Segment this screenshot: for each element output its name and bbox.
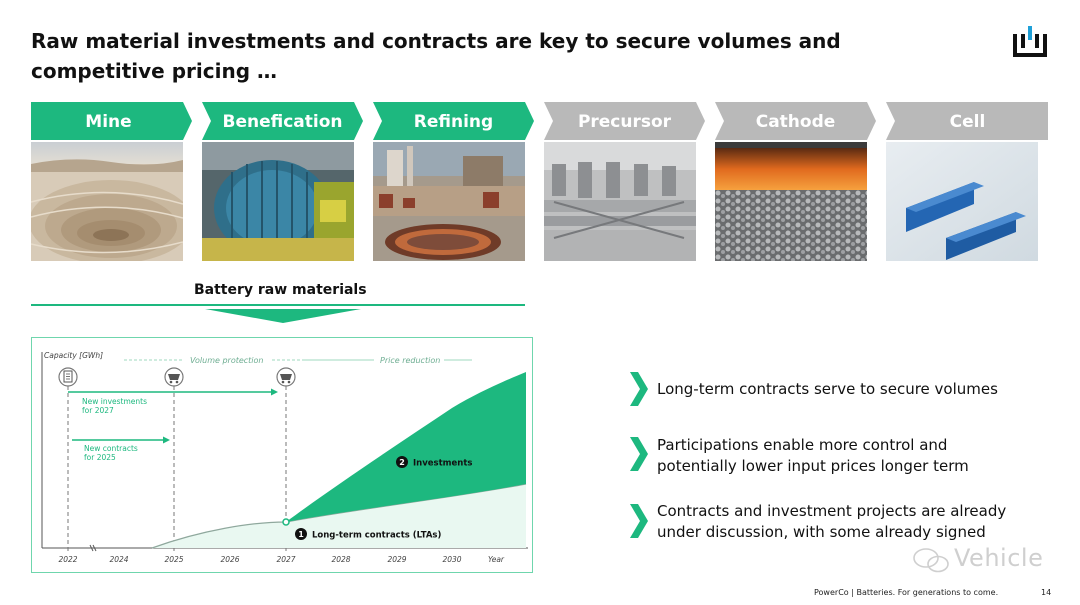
page-number: 14 (1041, 588, 1052, 597)
process-step-cell-label: Cell (949, 112, 986, 132)
down-arrow-icon (205, 309, 361, 323)
arrow-head-investments (271, 388, 278, 396)
x-tick-2026: 2026 (220, 555, 239, 564)
chevron-bullet-icon (630, 372, 648, 406)
investments-label: Investments (413, 459, 472, 469)
process-step-refining-label: Refining (413, 112, 494, 132)
new-investments-label-2: for 2027 (82, 406, 114, 415)
phase-price-reduction: Price reduction (380, 356, 440, 365)
process-step-mine-label: Mine (85, 112, 132, 132)
x-tick-2025: 2025 (164, 555, 183, 564)
x-tick-2024: 2024 (109, 555, 128, 564)
x-tick-2027: 2027 (276, 555, 295, 564)
marker-2 (396, 456, 408, 468)
bullet-1-line-1: Long-term contracts serve to secure volu… (657, 380, 998, 398)
title-line-1: Raw material investments and contracts a… (31, 29, 841, 53)
x-tick-2022: 2022 (58, 555, 77, 564)
bullet-3-text: Contracts and investment projects are al… (657, 501, 1017, 543)
x-tick-2030: 2030 (442, 555, 461, 564)
cell-image (886, 142, 1038, 261)
svg-text:1: 1 (298, 530, 304, 539)
process-step-cathode (715, 102, 876, 140)
chevron-bullet-icon (630, 504, 648, 538)
ltas-area (152, 484, 526, 548)
y-axis-label: Capacity [GWh] (44, 351, 103, 360)
new-investments-label-1: New investments (82, 397, 147, 406)
investments-area (286, 372, 526, 522)
cathode-image (715, 142, 867, 261)
phase-volume-protection: Volume protection (190, 356, 264, 365)
bullet-2-line-2: potentially lower input prices longer te… (657, 457, 969, 475)
process-step-cathode-label: Cathode (755, 112, 836, 132)
x-tick-year: Year (488, 555, 505, 564)
battery-raw-materials-label: Battery raw materials (194, 282, 367, 298)
bullet-3-line-1: Contracts and investment projects are al… (657, 502, 1007, 520)
refining-image (373, 142, 525, 261)
mining-cart-icon-2027 (276, 367, 296, 387)
bullet-3-line-2: under discussion, with some already sign… (657, 523, 986, 541)
new-contracts-label-1: New contracts (84, 444, 138, 453)
process-step-precursor (544, 102, 705, 140)
process-step-benefication (202, 102, 363, 140)
watermark-text: Vehicle (954, 544, 1044, 572)
wechat-watermark-icon (913, 548, 949, 573)
mining-cart-icon-2025 (164, 367, 184, 387)
ltas-label: Long-term contracts (LTAs) (312, 531, 441, 541)
marker-1 (295, 528, 307, 540)
arrow-head-contracts (163, 436, 170, 444)
bullet-2-text: Participations enable more control and p… (657, 435, 1017, 477)
precursor-image (544, 142, 696, 261)
slide-title: Raw material investments and contracts a… (31, 26, 891, 86)
title-line-2: competitive pricing … (31, 59, 277, 83)
bullet-2-line-1: Participations enable more control and (657, 436, 948, 454)
new-contracts-label-2: for 2025 (84, 453, 116, 462)
process-step-refining (373, 102, 534, 140)
powerco-logo-icon (1013, 26, 1047, 57)
footer-brand: PowerCo | Batteries. For generations to … (814, 588, 999, 597)
process-step-precursor-label: Precursor (577, 112, 672, 132)
benefication-image (202, 142, 354, 261)
process-step-cell (886, 102, 1048, 140)
raw-materials-divider (31, 304, 525, 306)
contract-document-icon (58, 367, 78, 387)
svg-text:2: 2 (399, 458, 405, 467)
process-step-mine (31, 102, 192, 140)
process-step-benefication-label: Benefication (222, 112, 343, 132)
x-tick-2028: 2028 (331, 555, 350, 564)
x-tick-2029: 2029 (387, 555, 406, 564)
capacity-chart: Capacity [GWh] Volume protection Price r… (31, 337, 533, 573)
chevron-bullet-icon (630, 437, 648, 471)
bullet-1-text: Long-term contracts serve to secure volu… (657, 379, 1017, 400)
mine-image (31, 142, 183, 261)
